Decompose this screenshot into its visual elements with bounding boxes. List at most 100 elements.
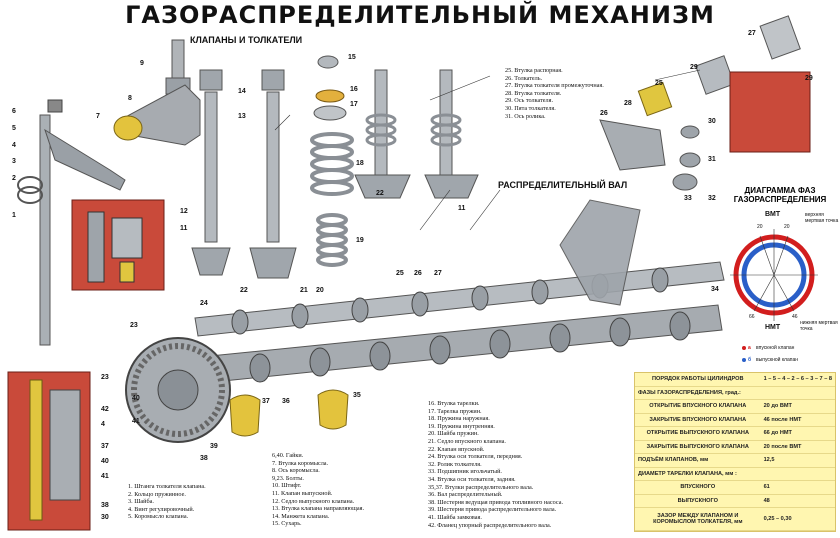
outlet-marker-dot — [742, 358, 746, 362]
callout-number: 33 — [684, 195, 692, 202]
callout-number: 2 — [12, 175, 16, 182]
legend-item: 7. Втулка коромысла. — [272, 459, 329, 467]
leader-lines — [274, 69, 701, 231]
legend-item: 11. Клапан выпускной. — [272, 489, 333, 497]
gear-cutaway-drawing — [7, 371, 91, 531]
callout-number: 32 — [708, 195, 716, 202]
callout-number: 26 — [600, 110, 608, 117]
callout-number: 28 — [624, 100, 632, 107]
outlet-marker-letter: б — [748, 357, 752, 363]
callout-number: 12 — [180, 208, 188, 215]
legend-item: 16. Втулка тарелки. — [428, 400, 480, 407]
outlet-diameter-row: ВЫПУСКНОГО 48 — [635, 494, 835, 508]
outlet-diameter-label: ВЫПУСКНОГО — [635, 494, 761, 508]
callout-number: 9 — [140, 60, 144, 67]
legend-item: 12. Седло выпускного клапана. — [272, 497, 355, 505]
legend-item: 25. Втулка распорная. — [505, 67, 563, 74]
legend-item: 21. Седло впускного клапана. — [428, 437, 506, 445]
inlet-diameter-value: 61 — [760, 480, 835, 495]
callout-number: 1 — [12, 212, 16, 219]
legend-item: 3. Шайба. — [128, 498, 154, 506]
legend-item: 31. Ось ролика. — [505, 112, 546, 120]
callout-number: 24 — [200, 300, 208, 307]
angle-left-label: 20 — [757, 224, 763, 230]
legend-item: 4. Винт регулировочный. — [128, 505, 195, 513]
legend-item: 41. Шайба замковая. — [428, 513, 482, 521]
callout-number: 11 — [458, 205, 466, 212]
callout-number: 29 — [805, 75, 813, 82]
rocker-assembly-drawing — [17, 39, 201, 346]
diameter-label: ДИАМЕТР ТАРЕЛКИ КЛАПАНА, мм : — [635, 467, 761, 481]
callout-number: 36 — [282, 398, 290, 405]
callout-number: 19 — [356, 237, 364, 244]
callout-number: 41 — [101, 473, 109, 480]
legend-item: 6,40. Гайки. — [272, 452, 304, 459]
callout-number: 27 — [748, 30, 756, 37]
phase-row: ОТКРЫТИЕ ВПУСКНОГО КЛАПАНА 20 до ВМТ — [635, 399, 835, 414]
legend-item: 22. Клапан впускной. — [428, 445, 485, 453]
callout-number: 39 — [210, 443, 218, 450]
callout-number: 37 — [101, 443, 109, 450]
legend-item: 9,23. Болты. — [272, 474, 304, 482]
valves-drawing — [191, 55, 354, 279]
phases-label: ФАЗЫ ГАЗОРАСПРЕДЕЛЕНИЯ, град.: — [635, 386, 761, 400]
legend-item: 39. Шестерня привода распределительного … — [428, 506, 557, 514]
legend-column-1: 1. Штанга толкателя клапана. 2. Кольцо п… — [128, 483, 206, 521]
callout-number: 27 — [434, 270, 442, 277]
legend-item: 35,37. Втулки распределительного вала. — [428, 483, 534, 491]
callout-number: 40 — [132, 395, 140, 402]
callout-number: 23 — [130, 322, 138, 329]
inlet-diameter-row: ВПУСКНОГО 61 — [635, 480, 835, 495]
callout-number: 5 — [12, 125, 16, 132]
specs-panel: ПОРЯДОК РАБОТЫ ЦИЛИНДРОВ 1 – 5 – 4 – 2 –… — [634, 372, 836, 532]
callout-number: 31 — [708, 156, 716, 163]
top-legend: 25. Втулка распорная. 26. Толкатель. 27.… — [505, 67, 604, 120]
lift-row: ПОДЪЁМ КЛАПАНОВ, мм 12,5 — [635, 453, 835, 468]
diameter-header-row: ДИАМЕТР ТАРЕЛКИ КЛАПАНА, мм : — [635, 467, 835, 481]
legend-item: 32. Ролик толкателя. — [428, 460, 482, 468]
gap-value: 0,25 – 0,30 — [760, 507, 835, 531]
callout-number: 14 — [238, 88, 246, 95]
outlet-legend-text: выпускной клапан — [756, 357, 799, 363]
callout-number: 30 — [101, 514, 109, 521]
legend-item: 24. Втулка оси толкателя, передняя. — [428, 453, 523, 461]
callout-number: 23 — [101, 374, 109, 381]
camshaft-drawing — [169, 199, 725, 387]
head-cutaway-drawing — [71, 199, 165, 291]
callout-number: 6 — [12, 108, 16, 115]
tdc-label: ВМТ — [765, 211, 781, 218]
inlet-marker-dot — [742, 346, 746, 350]
callout-number: 18 — [356, 160, 364, 167]
inlet-diameter-label: ВПУСКНОГО — [635, 480, 761, 495]
camshaft-gear-drawing — [125, 337, 231, 443]
callout-number: 17 — [350, 101, 358, 108]
valve-timing-diagram — [730, 229, 818, 362]
poster-title: ГАЗОРАСПРЕДЕЛИТЕЛЬНЫЙ МЕХАНИЗМ — [125, 1, 715, 29]
callout-number: 35 — [353, 392, 361, 399]
phase-label: ЗАКРЫТИЕ ВПУСКНОГО КЛАПАНА — [635, 413, 761, 427]
legend-item: 19. Пружина внутренняя. — [428, 422, 495, 430]
callout-number: 25 — [655, 80, 663, 87]
camshaft-subtitle: РАСПРЕДЕЛИТЕЛЬНЫЙ ВАЛ — [498, 180, 628, 190]
legend-item: 42. Фланец упорный распределительного ва… — [428, 521, 552, 529]
legend-item: 13. Втулка клапана направляющая. — [272, 505, 364, 513]
gap-label: ЗАЗОР МЕЖДУ КЛАПАНОМ И КОРОМЫСЛОМ ТОЛКАТ… — [635, 507, 761, 531]
firing-order-row: ПОРЯДОК РАБОТЫ ЦИЛИНДРОВ 1 – 5 – 4 – 2 –… — [635, 373, 835, 387]
legend-column-2: 6,40. Гайки. 7. Втулка коромысла. 8. Ось… — [272, 452, 364, 528]
legend-item: 28. Втулка толкателя. — [505, 89, 562, 97]
inlet-marker-letter: а — [748, 345, 751, 351]
pusher-exploded-drawing — [599, 15, 811, 191]
phase-row: ЗАКРЫТИЕ ВПУСКНОГО КЛАПАНА 46 после НМТ — [635, 413, 835, 427]
callout-number: 22 — [240, 287, 248, 294]
legend-item: 14. Манжета клапана. — [272, 512, 330, 520]
bottom-dead-center-note: нижняя мертвая точка — [800, 320, 838, 332]
callout-number: 13 — [238, 113, 246, 120]
legend-item: 10. Штифт. — [272, 482, 302, 490]
callout-number: 38 — [101, 502, 109, 509]
phases-header-row: ФАЗЫ ГАЗОРАСПРЕДЕЛЕНИЯ, град.: — [635, 386, 835, 400]
inlet-legend-text: впускной клапан — [756, 345, 795, 351]
callout-number: 25 — [396, 270, 404, 277]
firing-order-value: 1 – 5 – 4 – 2 – 6 – 3 – 7 – 8 — [760, 373, 835, 387]
